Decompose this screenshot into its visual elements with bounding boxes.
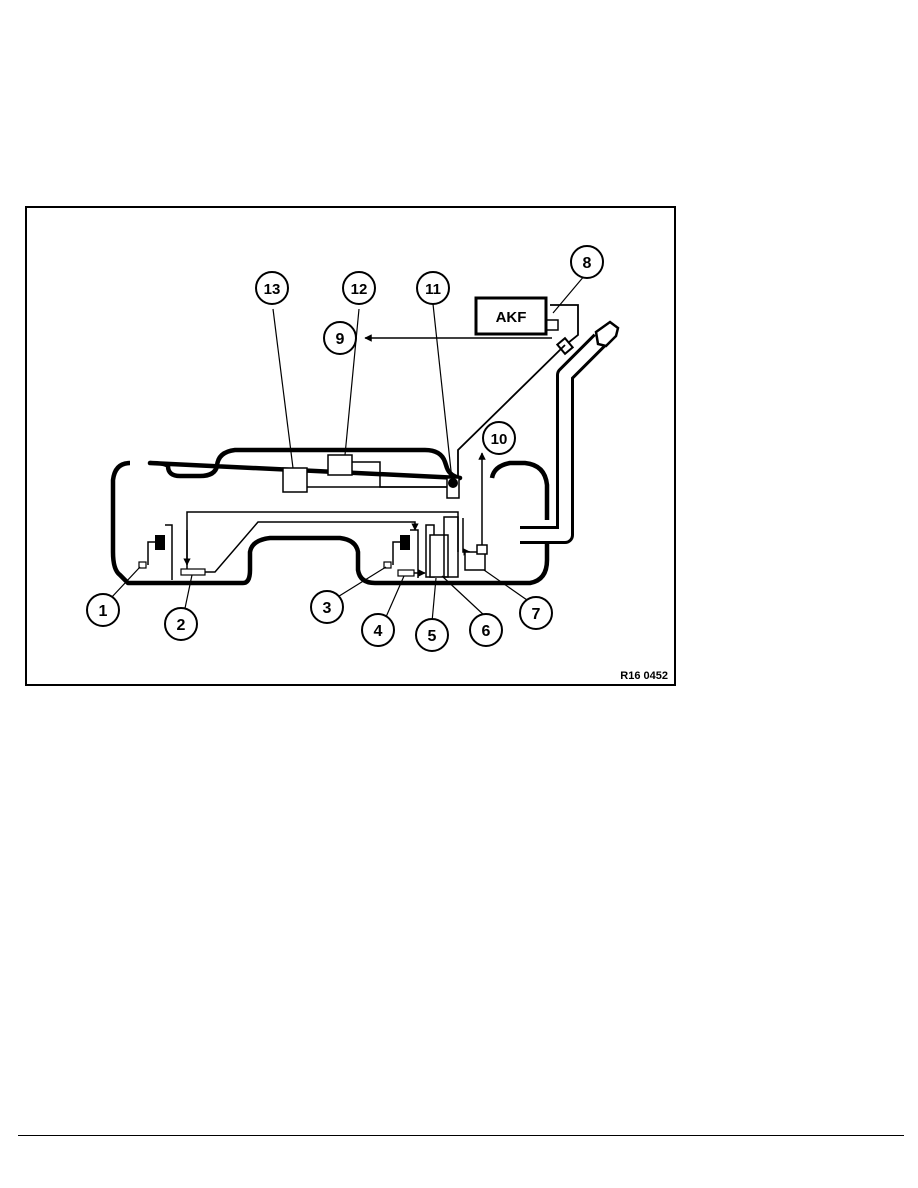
filler-cap [594,320,620,348]
component-11-dot [448,478,458,488]
svg-text:10: 10 [491,431,508,448]
svg-text:11: 11 [425,281,441,298]
callout-2: 2 [164,607,198,641]
svg-text:6: 6 [482,623,491,640]
svg-text:7: 7 [532,606,541,623]
component-13-box [282,467,308,493]
akf-label: AKF [496,309,527,326]
callout-9: 9 [323,321,357,355]
leader-lines [110,274,586,623]
callout-4: 4 [361,613,395,647]
component-2-box [180,568,206,576]
callout-8: 8 [570,245,604,279]
component-6-box [429,534,449,578]
component-12-box [327,454,353,476]
right-sender-float [400,535,410,550]
callout-5: 5 [415,618,449,652]
component-7-box [464,551,486,571]
vent-line [457,344,566,483]
callout-6: 6 [469,613,503,647]
svg-text:5: 5 [428,628,437,645]
akf-box [474,296,548,336]
component-4-box [397,569,415,577]
fuel-system-diagram: AKF 1 [25,206,676,686]
svg-text:12: 12 [351,281,368,298]
callout-1: 1 [86,593,120,627]
svg-text:4: 4 [374,623,383,640]
callout-11: 11 [416,271,450,305]
callout-13: 13 [255,271,289,305]
svg-text:8: 8 [583,255,592,272]
callout-10: 10 [482,421,516,455]
svg-text:2: 2 [177,617,186,634]
footer-rule [18,1135,904,1136]
svg-text:3: 3 [323,600,332,617]
fuel-tank-outline [110,447,550,586]
figure-frame [25,206,676,686]
callout-7: 7 [519,596,553,630]
svg-text:13: 13 [264,281,281,298]
svg-text:1: 1 [99,603,108,620]
callout-3: 3 [310,590,344,624]
left-sender-float [155,535,165,550]
callout-12: 12 [342,271,376,305]
svg-text:9: 9 [336,331,345,348]
figure-code: R16 0452 [620,670,668,682]
